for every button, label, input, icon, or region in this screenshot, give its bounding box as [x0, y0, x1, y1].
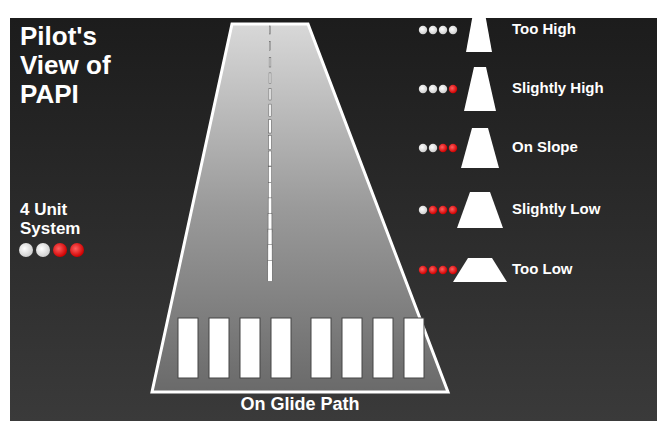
system-label: 4 Unit System [20, 200, 110, 238]
center-dash [269, 42, 270, 51]
papi-light [439, 26, 447, 34]
center-dash [269, 26, 270, 34]
papi-light [419, 266, 427, 274]
threshold-bar [178, 318, 198, 378]
threshold-bar [240, 318, 260, 378]
papi-light [429, 26, 437, 34]
papi-lights [19, 243, 84, 257]
papi-light [419, 144, 427, 152]
papi-light [429, 206, 437, 214]
center-dash [268, 260, 272, 281]
papi-light [439, 144, 447, 152]
runway-icon [464, 67, 496, 111]
papi-light [439, 206, 447, 214]
indication-label: Slightly Low [512, 201, 600, 218]
papi-light [439, 266, 447, 274]
runway [152, 24, 448, 392]
papi-light [449, 26, 457, 34]
center-dash [269, 135, 272, 149]
papi-light [449, 266, 457, 274]
papi-light [449, 85, 457, 93]
threshold-bar [311, 318, 331, 378]
center-dash [269, 151, 272, 166]
threshold-bar [271, 318, 291, 378]
center-dash [269, 120, 272, 133]
center-dash [269, 73, 271, 84]
papi-light [419, 206, 427, 214]
center-dash [269, 89, 271, 101]
center-dash [268, 167, 271, 183]
papi-indications [419, 8, 507, 282]
papi-light [449, 206, 457, 214]
indication-label: Too High [512, 21, 576, 38]
indication-label: Too Low [512, 261, 573, 278]
background-panel [10, 18, 657, 421]
caption-label: On Glide Path [190, 394, 410, 414]
threshold-bar [373, 318, 393, 378]
diagram-title: Pilot's View of PAPI [20, 22, 160, 109]
indication-label: Slightly High [512, 80, 604, 97]
papi-light [429, 266, 437, 274]
center-dash [268, 182, 271, 199]
center-dash [269, 104, 271, 116]
runway-icon [461, 128, 499, 168]
threshold-markings [178, 318, 424, 378]
runway-icon [453, 258, 507, 282]
runway-icon [466, 8, 492, 52]
runway-icon [457, 192, 503, 228]
papi-light [419, 85, 427, 93]
papi-light [419, 26, 427, 34]
papi-light [429, 144, 437, 152]
threshold-bar [404, 318, 424, 378]
center-line [268, 26, 272, 282]
threshold-bar [209, 318, 229, 378]
papi-light [429, 85, 437, 93]
center-dash [269, 57, 271, 67]
indication-label: On Slope [512, 139, 578, 156]
threshold-bar [342, 318, 362, 378]
papi-light [449, 144, 457, 152]
papi-light [439, 85, 447, 93]
center-dash [268, 198, 272, 216]
